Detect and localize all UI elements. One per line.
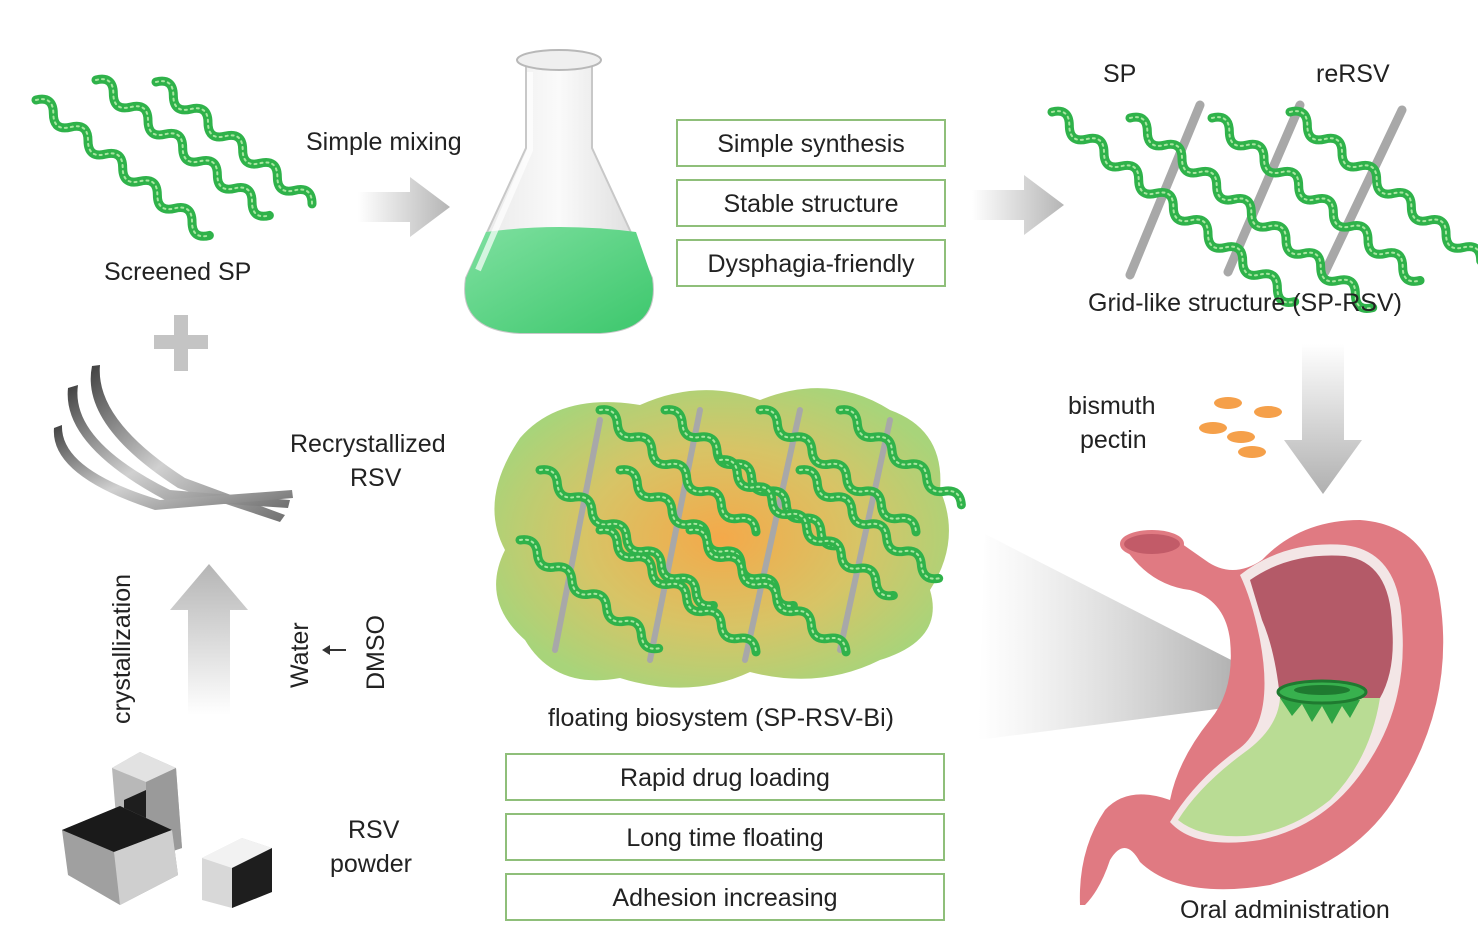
recrystallized-rsv-icon [53,365,293,522]
plus-icon [154,315,208,371]
screened-sp-illustration [31,74,317,241]
powder-label: powder [330,850,412,878]
feature-label: Stable structure [723,190,898,218]
sp-label: SP [1103,60,1136,88]
solvent-exchange-arrow-icon [322,645,346,655]
water-label: Water [286,622,314,688]
feature-label: Long time floating [626,824,823,852]
feature-label: Adhesion increasing [612,884,837,912]
rersv-label: reRSV [1316,60,1390,88]
down-arrow-icon [1284,344,1362,494]
feature-box-simple-synthesis: Simple synthesis [676,119,946,167]
simple-mixing-label: Simple mixing [306,128,462,156]
feature-box-rapid-drug-loading: Rapid drug loading [505,753,945,801]
rsv-powder-crystals-icon [62,752,272,908]
mixing-arrow-icon [358,177,450,237]
oral-administration-label: Oral administration [1180,896,1390,924]
floating-biosystem-label: floating biosystem (SP-RSV-Bi) [548,704,894,732]
feature-box-dysphagia-friendly: Dysphagia-friendly [676,239,946,287]
zoom-beam-icon [978,534,1286,740]
feature-box-adhesion-increasing: Adhesion increasing [505,873,945,921]
feature-box-stable-structure: Stable structure [676,179,946,227]
pectin-label: pectin [1080,426,1147,454]
feature-label: Rapid drug loading [620,764,830,792]
grid-structure-illustration [1047,100,1478,313]
dmso-label: DMSO [362,615,390,690]
bismuth-label: bismuth [1068,392,1156,420]
flask-icon [464,49,654,334]
bismuth-particles-icon [1199,397,1282,458]
recrystallized-label: Recrystallized [290,430,446,458]
synthesis-arrow-icon [972,175,1064,235]
crystallization-label: crystallization [108,574,136,724]
feature-box-long-time-floating: Long time floating [505,813,945,861]
rsv-powder-label: RSV [348,816,400,844]
rsv-label: RSV [350,464,402,492]
grid-structure-label: Grid-like structure (SP-RSV) [1088,289,1402,317]
floating-biosystem-illustration [494,388,966,688]
up-arrow-icon [170,564,248,715]
stomach-icon [1079,520,1444,905]
screened-sp-label: Screened SP [104,258,251,286]
feature-label: Dysphagia-friendly [707,250,915,278]
feature-label: Simple synthesis [717,130,905,158]
